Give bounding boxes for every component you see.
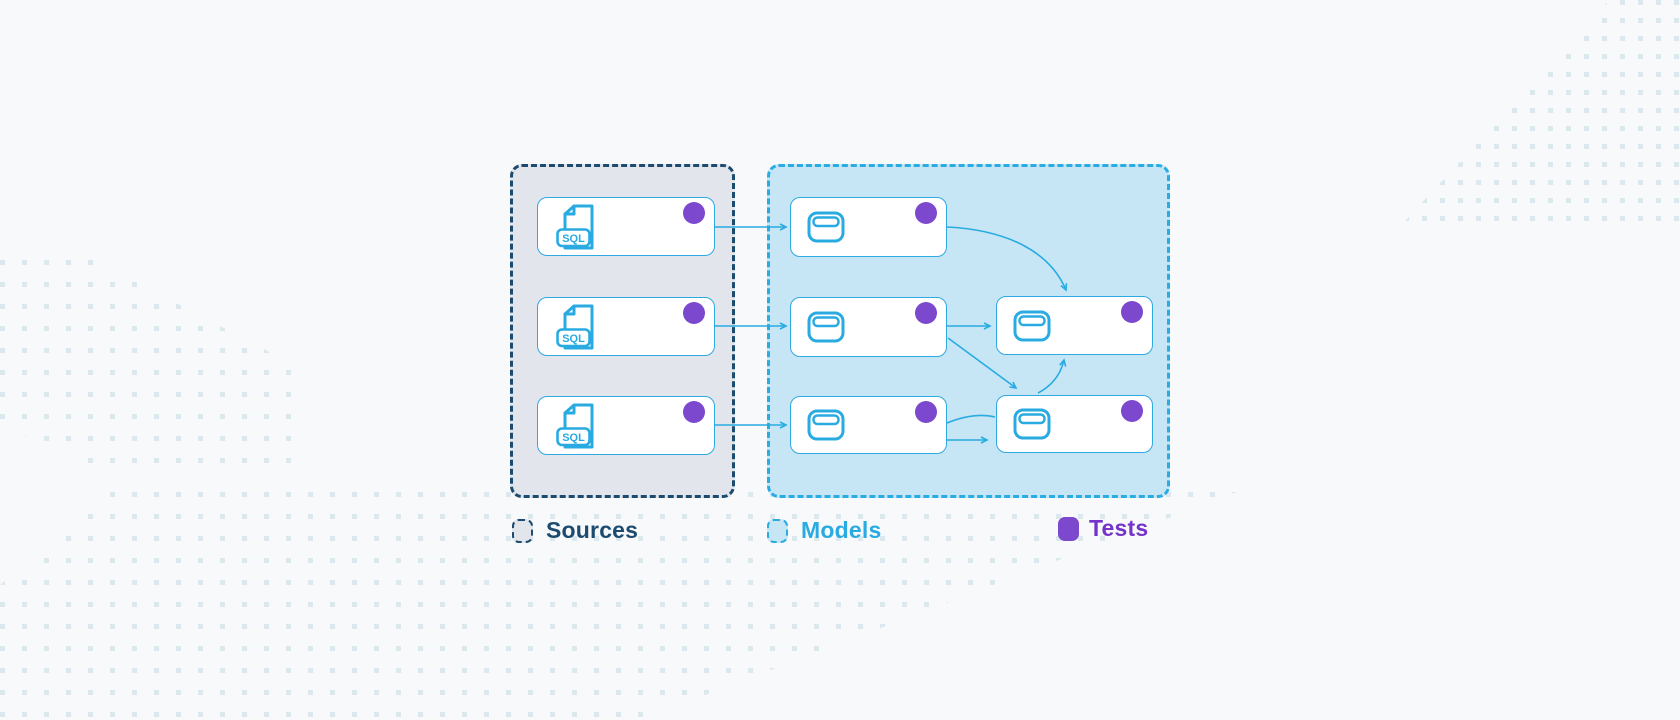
test-dot xyxy=(915,401,937,423)
table-icon xyxy=(807,211,845,243)
sql-file-icon-wrap: SQL xyxy=(554,203,596,251)
table-icon-wrap xyxy=(807,409,845,441)
sql-file-icon-wrap: SQL xyxy=(554,402,596,450)
test-dot xyxy=(683,401,705,423)
test-dot xyxy=(683,202,705,224)
dot-pattern-left xyxy=(0,252,302,472)
table-icon-wrap xyxy=(1013,408,1051,440)
table-icon xyxy=(1013,310,1051,341)
table-icon-wrap xyxy=(807,311,845,343)
sql-badge-label: SQL xyxy=(562,232,585,244)
legend-item-tests: Tests xyxy=(1058,515,1148,542)
node-model-2 xyxy=(790,297,947,357)
sql-badge-label: SQL xyxy=(562,332,585,344)
dot-pattern-bottom-left xyxy=(0,477,1275,720)
test-dot xyxy=(915,202,937,224)
models-swatch-icon xyxy=(767,518,788,543)
table-icon xyxy=(807,311,845,343)
node-source-2: SQL xyxy=(537,297,715,356)
table-icon-wrap xyxy=(807,211,845,243)
legend-item-models: Models xyxy=(767,517,881,544)
node-model-4 xyxy=(996,296,1153,355)
sources-swatch-icon xyxy=(512,518,533,543)
node-model-1 xyxy=(790,197,947,257)
table-icon xyxy=(1013,408,1051,440)
dot-pattern-top-right xyxy=(1394,0,1680,232)
sql-file-icon: SQL xyxy=(556,304,594,349)
legend-tests-label: Tests xyxy=(1089,515,1149,541)
legend-sources-label: Sources xyxy=(546,517,639,543)
node-model-3 xyxy=(790,396,947,454)
test-dot xyxy=(915,302,937,324)
legend-models-label: Models xyxy=(801,517,882,543)
sql-badge-label: SQL xyxy=(562,431,585,443)
sql-file-icon: SQL xyxy=(556,403,594,448)
tests-dot-icon xyxy=(1058,516,1079,541)
test-dot xyxy=(1121,301,1143,323)
sql-file-icon-wrap: SQL xyxy=(554,303,596,351)
node-source-1: SQL xyxy=(537,197,715,256)
node-model-5 xyxy=(996,395,1153,453)
test-dot xyxy=(1121,400,1143,422)
table-icon xyxy=(807,409,845,441)
node-source-3: SQL xyxy=(537,396,715,455)
test-dot xyxy=(683,302,705,324)
table-icon-wrap xyxy=(1013,310,1051,342)
legend-item-sources: Sources xyxy=(512,517,638,544)
sql-file-icon: SQL xyxy=(556,204,594,249)
